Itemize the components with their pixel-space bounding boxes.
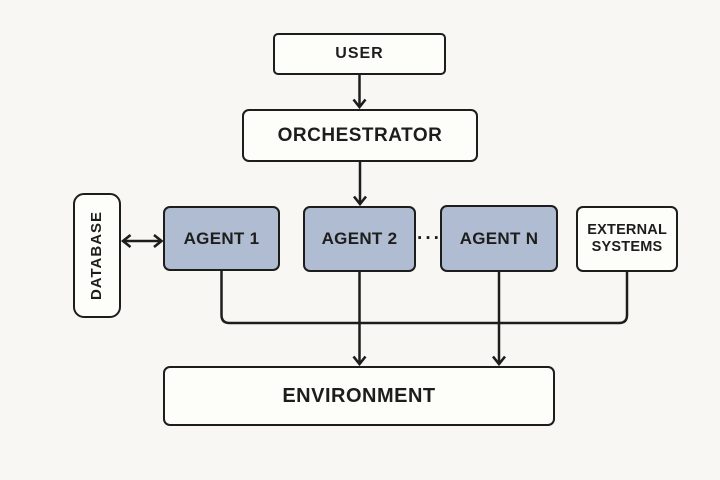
node-database: DATABASE bbox=[73, 193, 121, 318]
node-agent-1: AGENT 1 bbox=[163, 206, 280, 271]
node-external-systems-label: EXTERNAL SYSTEMS bbox=[587, 221, 668, 255]
node-agent-n-label: AGENT N bbox=[459, 228, 539, 248]
node-orchestrator: ORCHESTRATOR bbox=[242, 109, 478, 162]
node-user: USER bbox=[273, 33, 446, 75]
node-orchestrator-label: ORCHESTRATOR bbox=[277, 124, 443, 146]
node-environment: ENVIRONMENT bbox=[163, 366, 555, 426]
node-agent-1-label: AGENT 1 bbox=[183, 228, 260, 248]
edge-agent1-externalsystems-bus bbox=[220, 270, 629, 325]
node-agent-2-label: AGENT 2 bbox=[321, 229, 398, 248]
agents-ellipsis: ··· bbox=[417, 227, 442, 249]
node-agent-n: AGENT N bbox=[440, 205, 558, 272]
node-user-label: USER bbox=[335, 45, 384, 62]
node-agent-2: AGENT 2 bbox=[303, 206, 416, 272]
node-environment-label: ENVIRONMENT bbox=[282, 384, 436, 407]
node-database-label: DATABASE bbox=[88, 210, 106, 301]
node-external-systems: EXTERNAL SYSTEMS bbox=[576, 206, 678, 272]
